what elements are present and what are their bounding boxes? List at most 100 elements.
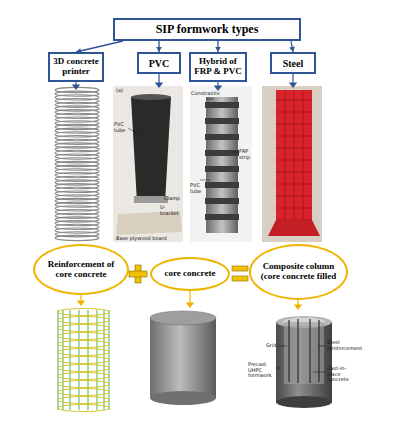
arrow-head: [215, 86, 221, 90]
node-text: 3D concrete printer: [50, 57, 102, 77]
connector-arrow: [215, 41, 221, 52]
frp-band: [205, 182, 239, 188]
concept-oval: core concrete: [150, 257, 230, 291]
leader-line: [206, 99, 214, 100]
photo-background: [190, 86, 252, 242]
part-label: Constraints: [191, 91, 219, 97]
cylinder-bottom: [150, 391, 216, 405]
arrow-head: [290, 83, 296, 87]
rebar: [309, 319, 310, 383]
type-box: 3D concrete printer: [48, 52, 104, 82]
frp-band: [205, 150, 239, 156]
part-label: U-bracket: [160, 205, 182, 216]
composite-column: [276, 316, 332, 408]
connector-arrow: [76, 41, 123, 54]
hoop: [58, 349, 110, 356]
title-box: SIP formwork types: [113, 18, 301, 41]
text-stack: Hybrid of FRP & PVC: [191, 57, 245, 77]
longitudinal-bar: [104, 310, 105, 410]
part-label: PVC tube: [190, 183, 212, 194]
text-stack: 3D concrete printer: [50, 57, 102, 77]
steel-base: [268, 220, 320, 236]
hoop: [58, 333, 110, 340]
part-label: (a): [116, 88, 130, 94]
frp-band: [205, 118, 239, 124]
hoop: [58, 317, 110, 324]
arrow-head: [73, 85, 79, 89]
equals-bar: [232, 276, 248, 281]
part-label: Clamp: [164, 196, 182, 202]
text-stack: SIP formwork types: [156, 23, 259, 36]
arrow-head: [215, 47, 221, 52]
arrow-head: [289, 47, 295, 52]
rebar: [318, 320, 319, 382]
node-text: Reinforcement of core concrete: [41, 260, 121, 280]
type-box: Hybrid of FRP & PVC: [189, 52, 247, 82]
pvc-photo: [113, 86, 183, 242]
hybrid-photo: [190, 86, 252, 242]
connector-line: [76, 41, 123, 52]
hoop: [58, 381, 110, 388]
hoop: [58, 309, 110, 316]
part-label: Grid: [266, 343, 278, 349]
connector-arrow: [156, 41, 162, 52]
hoop: [58, 325, 110, 332]
photo-background: [113, 86, 183, 242]
text-stack: PVC: [149, 58, 170, 69]
leader-line: [276, 368, 280, 369]
text-stack: Reinforcement of core concrete: [41, 260, 121, 280]
text-stack: Composite column (core concrete filled: [257, 262, 340, 282]
grid-line: [303, 90, 304, 222]
spiral-ring: [55, 235, 99, 240]
concrete-cylinder: [150, 311, 216, 405]
connector-line: [158, 41, 159, 52]
plus-bar: [129, 271, 147, 277]
longitudinal-bar: [63, 310, 64, 410]
frp-band: [205, 214, 239, 220]
clamp: [134, 196, 168, 203]
frp-band: [205, 198, 239, 204]
connector-line: [291, 41, 293, 52]
part-label: PVC tube: [114, 122, 130, 133]
leader-line: [232, 152, 238, 153]
part-label: Precast UHPC formwork: [248, 362, 276, 379]
node-text: PVC: [149, 58, 170, 69]
concept-oval: Composite column (core concrete filled: [249, 244, 348, 300]
leader-line: [313, 372, 326, 373]
cylinder-body: [150, 318, 216, 398]
arrow-head: [295, 305, 301, 309]
hoop: [58, 357, 110, 364]
part-label: Base plywood board: [116, 236, 176, 242]
leader-line: [128, 128, 140, 135]
equals-sign: [232, 266, 248, 281]
hoop: [58, 365, 110, 372]
node-text: Composite column (core concrete filled: [257, 262, 340, 282]
text-stack: Steel: [283, 58, 304, 69]
steel-grid: [276, 90, 312, 222]
hybrid-tube: [206, 97, 238, 233]
part-label: Steel reinforcement: [327, 340, 355, 351]
hoop: [58, 341, 110, 348]
type-box: PVC: [137, 52, 181, 74]
connector-arrow: [289, 41, 295, 52]
steel-photo: [262, 86, 322, 242]
cylinder-top: [150, 311, 216, 325]
concept-oval: Reinforcement of core concrete: [33, 244, 129, 295]
arrow-head: [76, 48, 82, 53]
node-text: SIP formwork types: [156, 23, 259, 36]
rebar: [297, 319, 298, 383]
part-label: Cast-in-place concrete: [327, 366, 357, 383]
printed-spiral: [55, 87, 99, 240]
arrow-head: [187, 303, 193, 307]
column-bottom: [276, 396, 332, 408]
grid-line: [285, 90, 286, 222]
hoop: [58, 405, 110, 412]
reinforcement-cage: [58, 309, 110, 412]
leader-line: [278, 346, 287, 347]
leader-line: [318, 346, 326, 347]
hoop: [58, 373, 110, 380]
equals-bar: [232, 266, 248, 271]
column-body: [276, 322, 332, 402]
plus-sign: [129, 265, 147, 283]
